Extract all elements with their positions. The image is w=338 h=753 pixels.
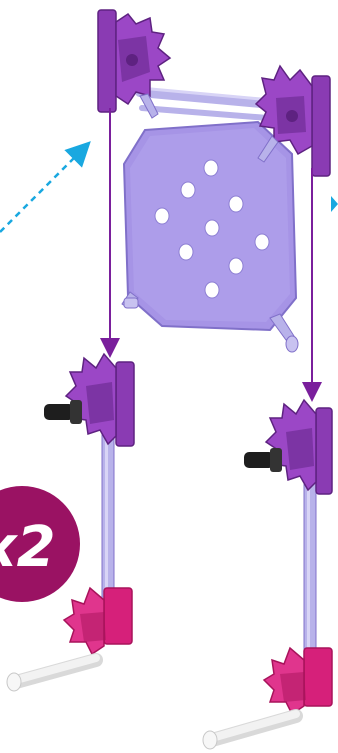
top-left-purple-connector-icon [98, 10, 170, 118]
dashed-blue-arrow-icon [0, 150, 82, 232]
right-leg-assembly-icon [203, 400, 332, 749]
top-rod [140, 88, 272, 118]
multiplier-badge: x2 [0, 486, 80, 602]
dashed-blue-arrow-icon [331, 196, 338, 212]
multiplier-badge-text: x2 [0, 515, 56, 580]
square-panel-icon [122, 122, 298, 352]
